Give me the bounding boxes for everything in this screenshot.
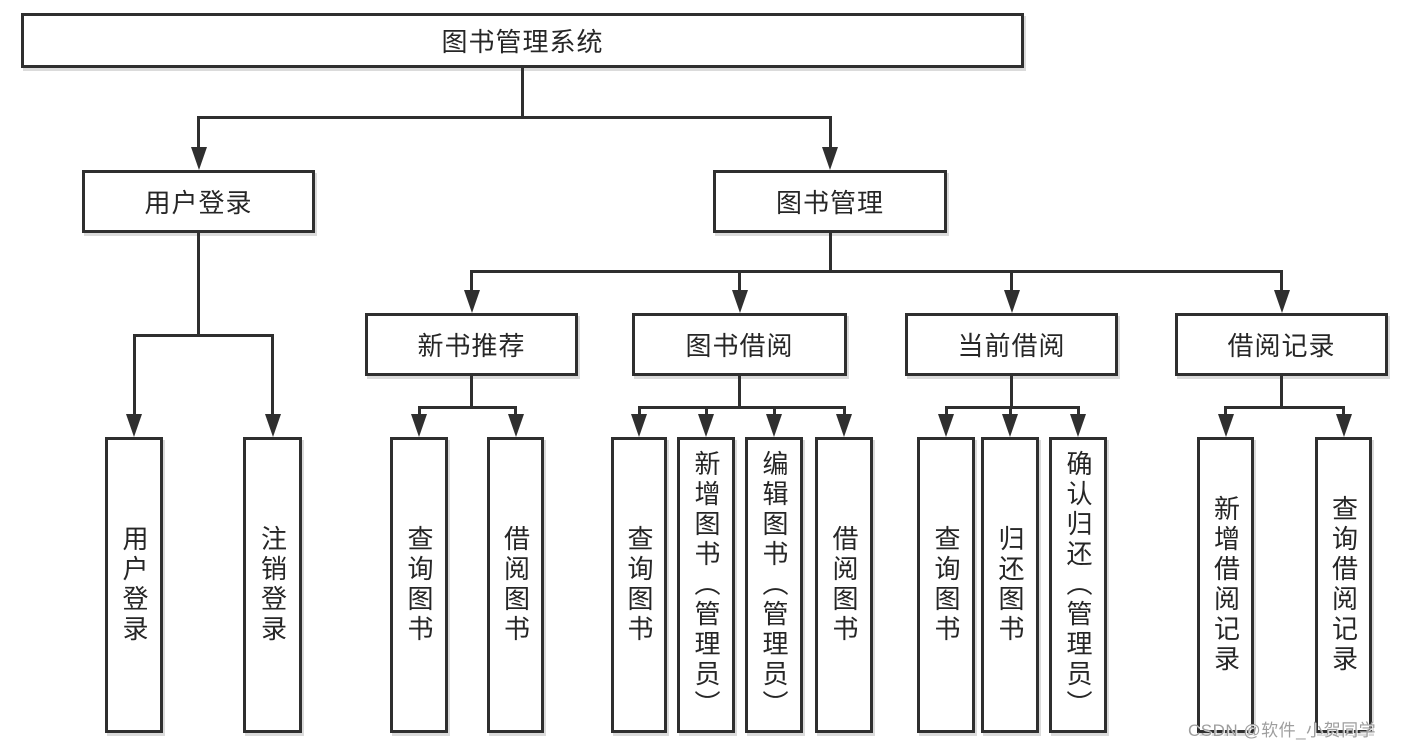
arrow-down: [1335, 414, 1352, 437]
arrow-down: [766, 414, 782, 437]
arrow-down: [836, 414, 852, 437]
connector-book-mgmt-stem: [828, 233, 832, 273]
node-new-book-recommendation: 新书推荐: [365, 313, 578, 376]
leaf-add-books-admin: 新增图书（管理员）: [677, 437, 735, 733]
arrow-down: [1002, 414, 1018, 437]
arrow-down: [698, 414, 714, 437]
connector-arrow-stem: [1342, 406, 1345, 417]
connector-root-stem: [521, 68, 524, 119]
arrow-down: [190, 147, 207, 170]
connector-arrow-stem: [514, 406, 517, 417]
arrow-down: [938, 414, 954, 437]
connector-rail: [417, 406, 517, 409]
connector-arrow-stem: [637, 406, 641, 417]
connector-arrow-stem: [470, 270, 473, 293]
connector-arrow-stem: [271, 334, 274, 417]
connector-stem: [1010, 376, 1013, 409]
connector-arrow-stem: [704, 406, 708, 417]
connector-arrow-stem: [132, 334, 136, 417]
connector-stem: [470, 376, 473, 409]
node-user-login: 用户登录: [82, 170, 315, 233]
node-borrowing-records: 借阅记录: [1175, 313, 1388, 376]
connector-arrow-stem: [828, 116, 832, 150]
leaf-query-books-recommend: 查询图书: [390, 437, 448, 733]
arrow-down: [631, 414, 647, 437]
leaf-edit-books-admin: 编辑图书（管理员）: [745, 437, 803, 733]
watermark: CSDN @软件_小贺同学: [1188, 721, 1377, 740]
arrow-down: [822, 147, 838, 170]
leaf-borrow-books-recommend: 借阅图书: [487, 437, 544, 733]
arrow-down: [463, 290, 480, 313]
arrow-down: [1217, 414, 1234, 437]
node-book-management: 图书管理: [713, 170, 947, 233]
arrow-down: [1070, 414, 1086, 437]
connector-arrow-stem: [738, 270, 741, 293]
connector-arrow-stem: [944, 406, 948, 417]
connector-arrow-stem: [1280, 270, 1283, 293]
connector-arrow-stem: [1224, 406, 1227, 417]
connector-stem: [1280, 376, 1283, 409]
node-current-borrowing: 当前借阅: [905, 313, 1118, 376]
arrow-down: [411, 414, 427, 437]
arrow-down: [1273, 290, 1290, 313]
connector-user-login-rail: [132, 334, 274, 337]
arrow-down: [264, 414, 281, 437]
connector-rail: [944, 406, 1080, 409]
connector-arrow-stem: [772, 406, 776, 417]
connector-stem: [738, 376, 741, 409]
leaf-query-books-current: 查询图书: [917, 437, 975, 733]
connector-arrow-stem: [842, 406, 846, 417]
arrow-down: [507, 414, 524, 437]
leaf-user-login: 用户登录: [105, 437, 163, 733]
connector-level3-rail: [470, 270, 1283, 273]
leaf-return-books: 归还图书: [981, 437, 1039, 733]
leaf-add-borrow-record: 新增借阅记录: [1197, 437, 1254, 733]
arrow-down: [126, 414, 142, 437]
node-library-system: 图书管理系统: [21, 13, 1024, 68]
connector-level2-rail: [197, 116, 832, 119]
connector-arrow-stem: [1076, 406, 1080, 417]
leaf-query-borrow-record: 查询借阅记录: [1315, 437, 1372, 733]
connector-arrow-stem: [197, 116, 200, 150]
connector-arrow-stem: [1008, 406, 1012, 417]
leaf-confirm-return-admin: 确认归还（管理员）: [1049, 437, 1107, 733]
leaf-borrow-books-borrowing: 借阅图书: [815, 437, 873, 733]
arrow-down: [1003, 290, 1020, 313]
connector-user-login-stem: [197, 233, 200, 337]
connector-rail: [1224, 406, 1345, 409]
connector-arrow-stem: [1010, 270, 1013, 293]
arrow-down: [731, 290, 748, 313]
connector-arrow-stem: [417, 406, 421, 417]
node-book-borrowing: 图书借阅: [632, 313, 847, 376]
leaf-query-books-borrowing: 查询图书: [611, 437, 667, 733]
leaf-logout-login: 注销登录: [243, 437, 302, 733]
connector-rail: [637, 406, 846, 409]
